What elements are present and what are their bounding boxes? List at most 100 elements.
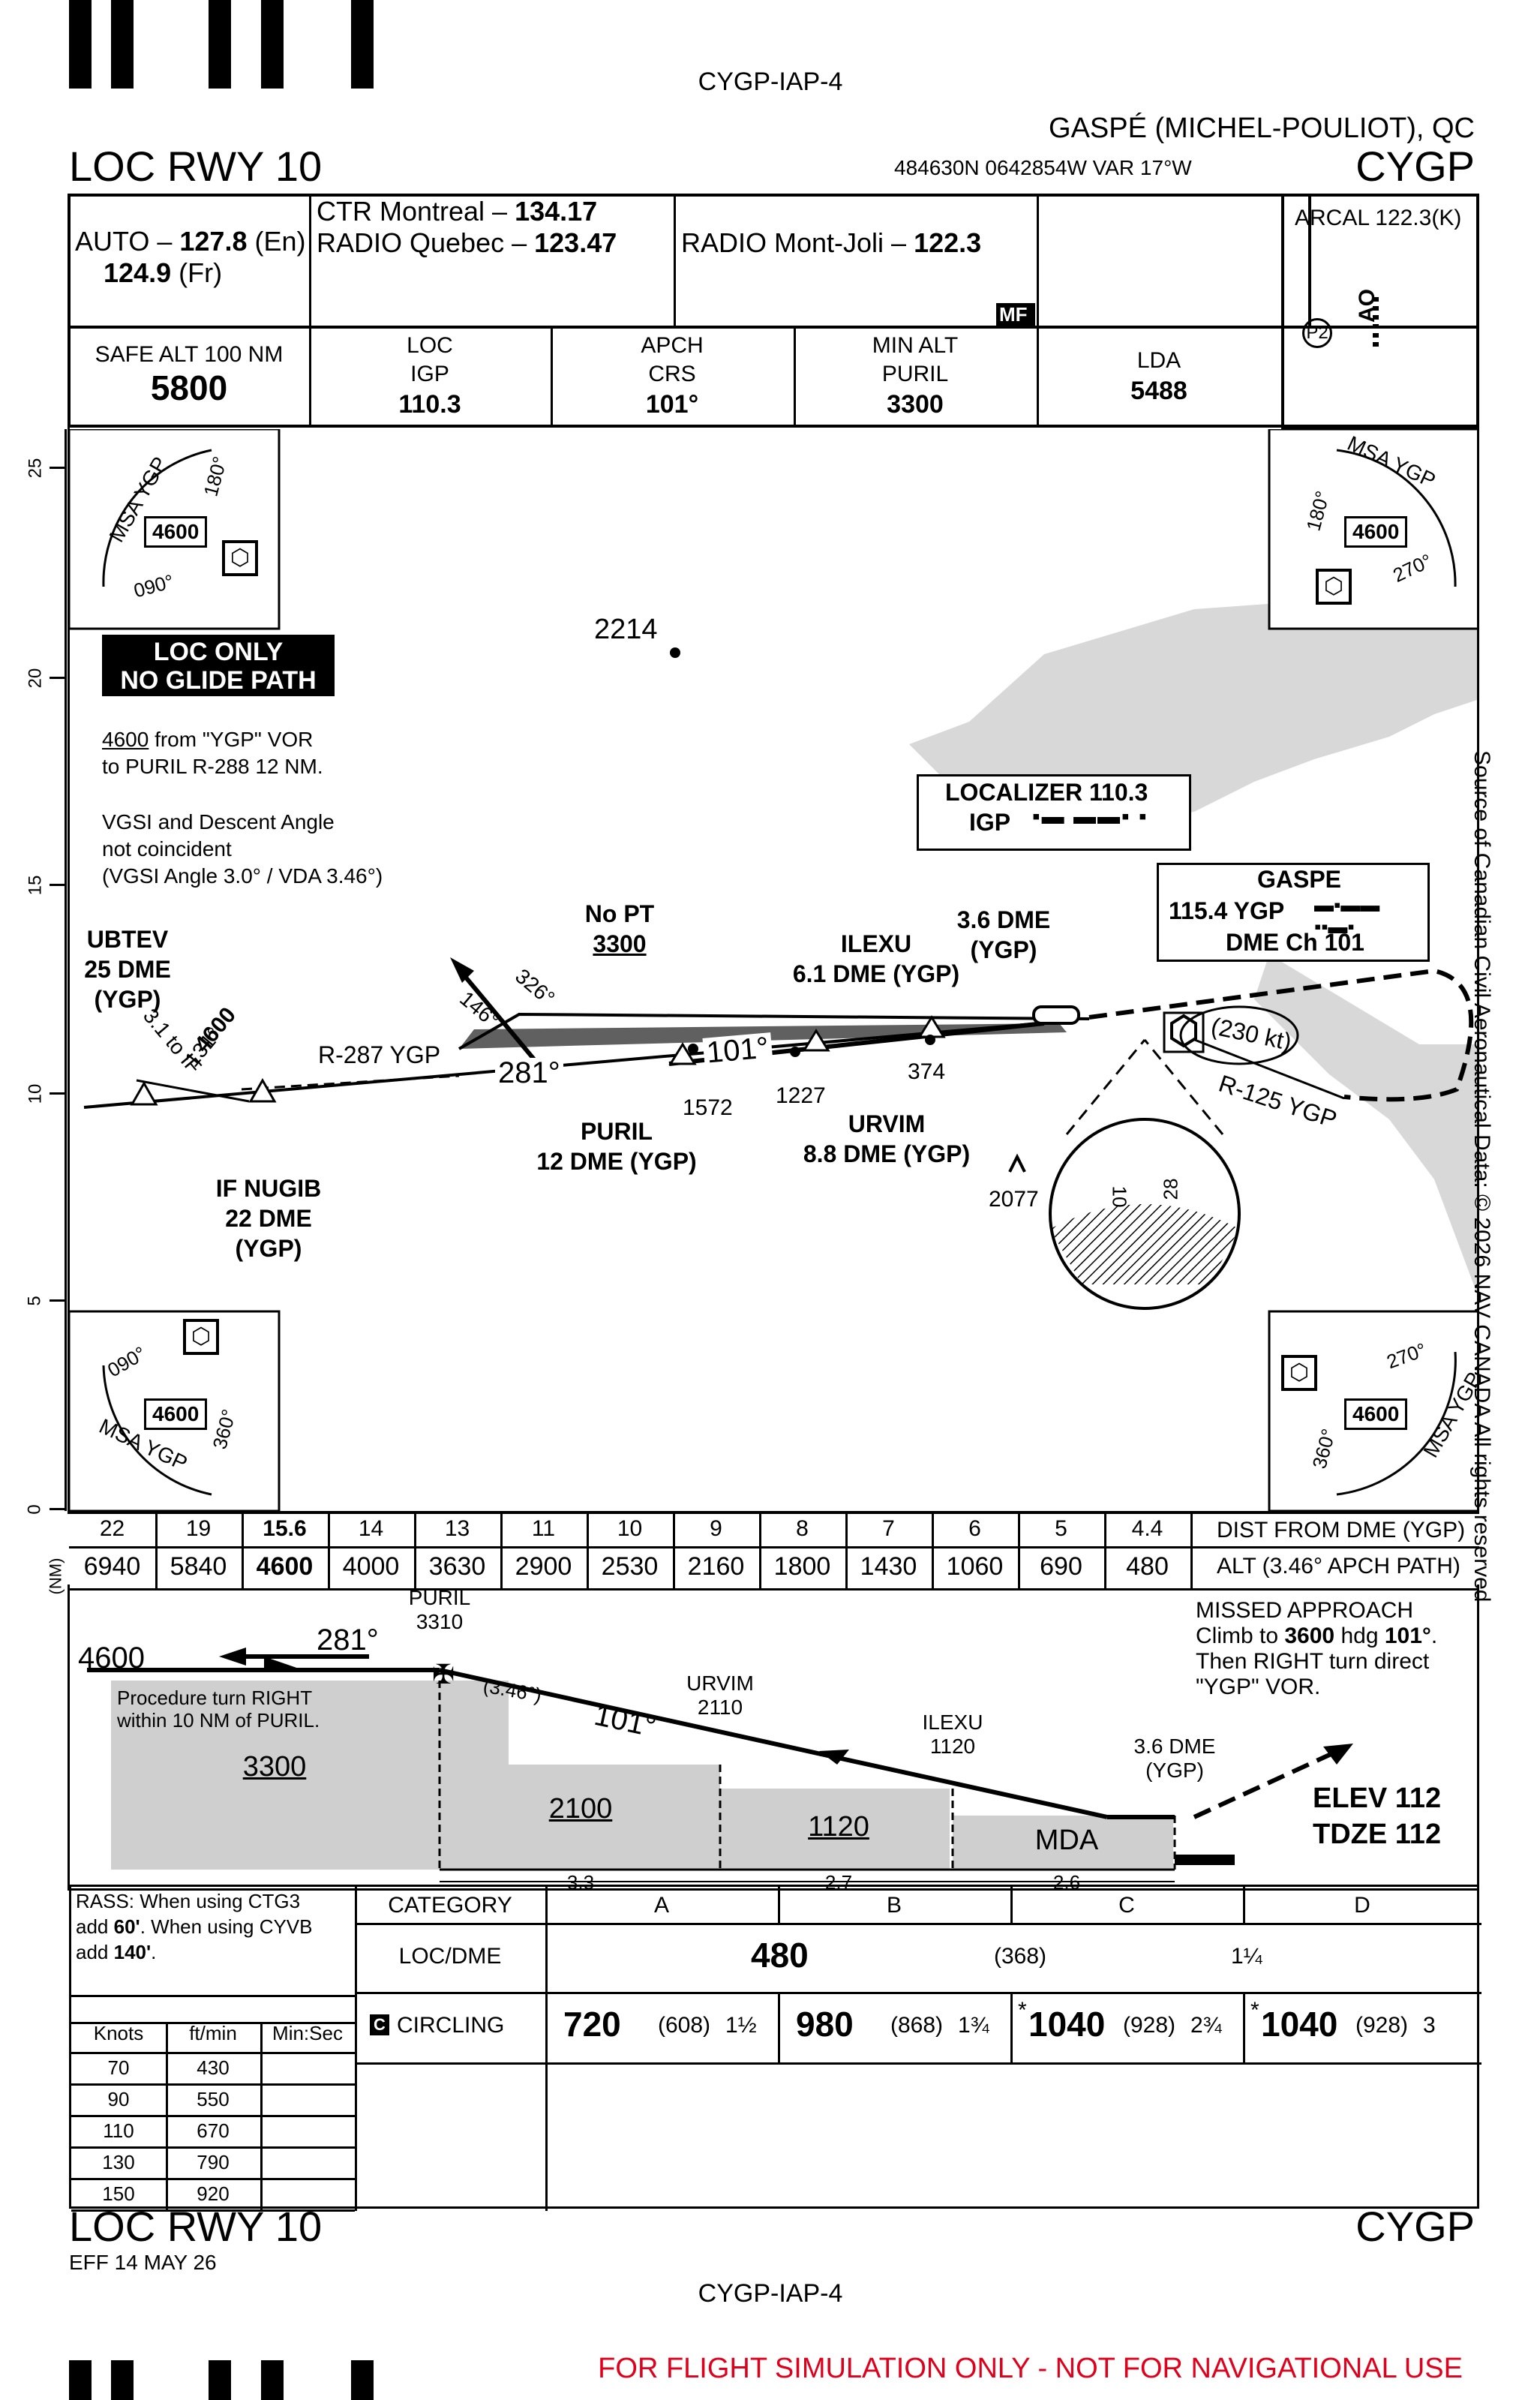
- missed-line1: Climb to 3600 hdg 101°.: [1196, 1624, 1438, 1648]
- cat-d: D: [1354, 1893, 1370, 1918]
- localizer-antenna: [1032, 1005, 1080, 1025]
- scale-tick-0: 0: [24, 1504, 45, 1515]
- cat-a: A: [653, 1893, 670, 1918]
- localizer-box: [917, 774, 1191, 851]
- obstacle-374: 374: [908, 1059, 946, 1084]
- prof-puril: PURIL: [408, 1586, 471, 1609]
- cat-b: B: [886, 1893, 902, 1918]
- missed-title: MISSED APPROACH: [1196, 1598, 1414, 1623]
- rate-cell-0-1: 430: [197, 2056, 230, 2079]
- circling-mda-0: 720: [563, 2005, 621, 2044]
- note1-line1: 4600 from "YGP" VOR: [102, 728, 314, 751]
- obstacle-374-dot: [925, 1035, 935, 1045]
- rate-header-2: Min:Sec: [272, 2022, 343, 2044]
- ilexu-1: ILEXU: [840, 930, 912, 957]
- gaspe-dme: DME Ch 101: [1226, 929, 1364, 956]
- circling-hat-2: (928): [1123, 2013, 1176, 2038]
- fix-ubtev: [130, 1080, 158, 1106]
- prof-2100: 2100: [548, 1793, 613, 1825]
- scale-tick-25: 25: [25, 458, 46, 479]
- dme-alt-0: 6940: [83, 1552, 141, 1581]
- msa-box-tr: [1268, 429, 1479, 630]
- gaspe-box: [1157, 863, 1430, 962]
- crs-label: CRS: [648, 362, 696, 386]
- dme-alt-10: 1060: [946, 1552, 1004, 1581]
- note2-line3: (VGSI Angle 3.0° / VDA 3.46°): [102, 864, 383, 888]
- prof-4600: 4600: [78, 1642, 145, 1675]
- rate-cell-2-0: 110: [103, 2119, 134, 2142]
- urvim-1: URVIM: [848, 1110, 926, 1137]
- dme36-2: (YGP): [970, 936, 1037, 963]
- min-alt-value: 3300: [887, 390, 944, 419]
- crs-value: 101°: [645, 390, 699, 419]
- msa-alt-tl: 4600: [144, 516, 208, 548]
- prof-ilexu-alt: 1120: [929, 1735, 976, 1758]
- nugib-2: 22 DME: [225, 1205, 312, 1232]
- dme-dist-label: DIST FROM DME (YGP): [1217, 1518, 1466, 1542]
- nugib-3: (YGP): [235, 1235, 302, 1262]
- circling-vis-2: 2¾: [1190, 2013, 1222, 2038]
- msa-box-br: [1268, 1310, 1479, 1511]
- msa-vor-icon-tr: ⬡: [1316, 569, 1352, 605]
- bottom-mark-5: [351, 2360, 374, 2400]
- obstacle-1572-dot: [688, 1044, 698, 1054]
- min-alt-label: MIN ALT: [872, 333, 959, 358]
- gaspe-morse-icon: ▬▪▬▬▪▪▬▪: [1314, 894, 1380, 938]
- dme-dist-2: 15.6: [263, 1516, 307, 1541]
- bottom-mark-3: [209, 2360, 231, 2400]
- final-course-line: [83, 1019, 1075, 1109]
- arcal-label: ARCAL 122.3(K): [1295, 206, 1462, 230]
- msa-alt-br: 4600: [1344, 1398, 1408, 1430]
- obstacle-2214: 2214: [594, 614, 658, 645]
- safe-alt-value: 5800: [150, 368, 228, 407]
- msa-vor-icon-tl: ⬡: [222, 540, 258, 576]
- sim-warning: FOR FLIGHT SIMULATION ONLY - NOT FOR NAV…: [598, 2353, 1463, 2384]
- ctr-montreal: CTR Montreal – 134.17: [317, 196, 598, 227]
- footer-airport-id: CYGP: [1355, 2203, 1475, 2250]
- missed-approach-path: [1088, 968, 1474, 1102]
- nopt-2: 3300: [593, 930, 647, 957]
- category-label: CATEGORY: [388, 1893, 512, 1918]
- missed-line2: Then RIGHT turn direct: [1196, 1649, 1430, 1674]
- rate-cell-4-1: 920: [197, 2182, 230, 2205]
- obstacle-2077: 2077: [989, 1187, 1039, 1212]
- prof-urvim: URVIM: [686, 1672, 754, 1695]
- dme-dist-7: 9: [710, 1516, 722, 1541]
- airport-coords: 484630N 0642854W VAR 17°W: [894, 156, 1192, 179]
- bottom-mark-1: [69, 2360, 92, 2400]
- top-mark-2: [111, 0, 134, 89]
- nm-label: (NM): [46, 1557, 65, 1595]
- scale-tick-10: 10: [25, 1083, 46, 1104]
- circling-icon: C: [370, 2014, 389, 2035]
- dme-alt-8: 1800: [773, 1552, 831, 1581]
- ubtev-2: 25 DME: [84, 956, 171, 983]
- runway-profile: [1175, 1855, 1235, 1865]
- obstacle-2077-icon: [1008, 1153, 1026, 1173]
- rass-line2: add 60'. When using CYVB: [76, 1915, 313, 1938]
- prof-3300: 3300: [242, 1751, 307, 1783]
- dme-alt-3: 4000: [342, 1552, 400, 1581]
- r287-label: R-287 YGP: [318, 1041, 441, 1068]
- circling-icon-label: C: [374, 2015, 386, 2034]
- auto-line-1: AUTO – 127.8 (En): [75, 226, 306, 257]
- nm-scale: 25 20 15 10 5 0: [0, 429, 69, 1515]
- circling-vis-1: 1¾: [958, 2013, 989, 2038]
- dme-alt-1: 5840: [170, 1552, 227, 1581]
- ilexu-2: 6.1 DME (YGP): [792, 960, 960, 987]
- feeder-r287: [241, 1074, 460, 1091]
- dme-alt-4: 3630: [428, 1552, 486, 1581]
- prof-mda: MDA: [1034, 1825, 1099, 1856]
- rate-cell-3-0: 130: [102, 2151, 135, 2173]
- prof-tdze: TDZE 112: [1313, 1819, 1442, 1850]
- dme-dist-6: 10: [617, 1516, 643, 1541]
- radio-quebec: RADIO Quebec – 123.47: [317, 227, 617, 258]
- mf-badge: [996, 303, 1035, 326]
- circling-hat-1: (868): [890, 2013, 944, 2038]
- bottom-mark-4: [261, 2360, 284, 2400]
- top-mark-3: [209, 0, 231, 89]
- note2-line1: VGSI and Descent Angle: [102, 810, 335, 834]
- dme-alt-5: 2900: [515, 1552, 572, 1581]
- rass-line3: add 140'.: [76, 1941, 157, 1963]
- ubtev-3: (YGP): [94, 986, 161, 1013]
- locdme-vis: 1¼: [1231, 1944, 1262, 1969]
